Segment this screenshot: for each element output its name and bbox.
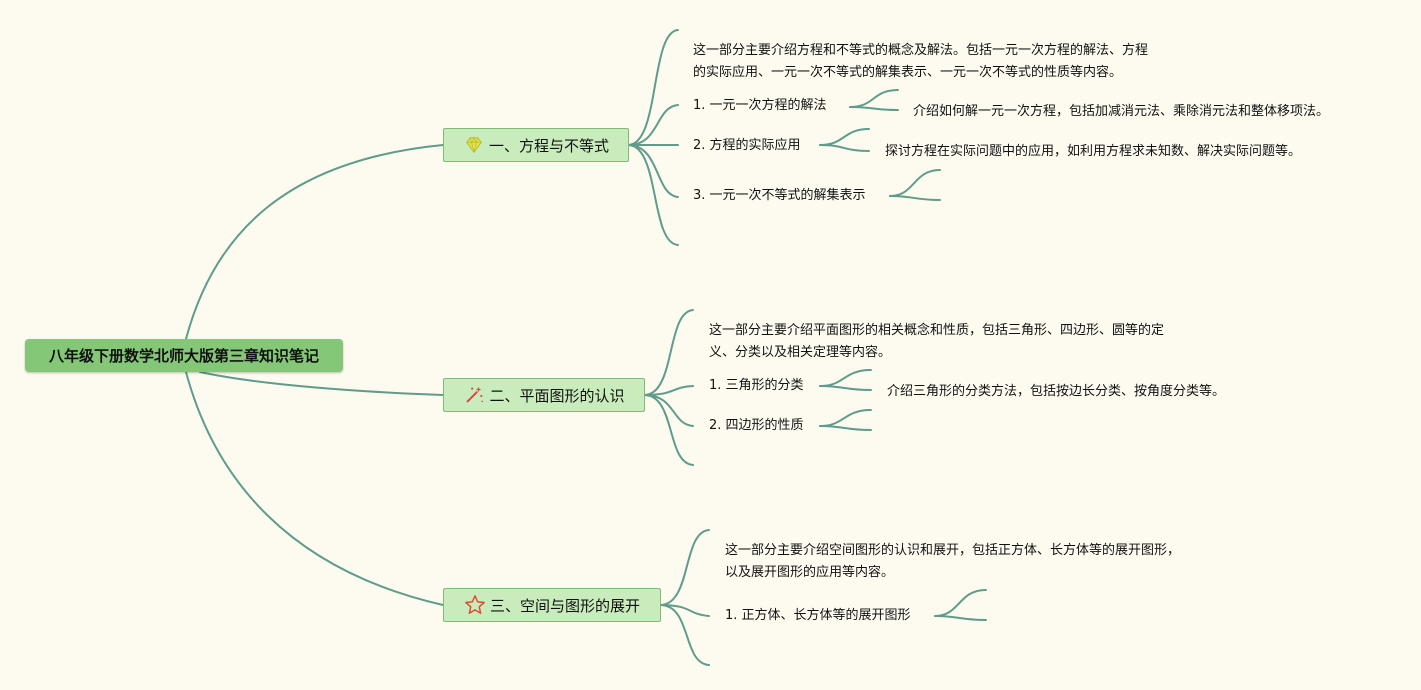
branch-label: 一、方程与不等式 xyxy=(488,136,609,155)
branch-2-item-1[interactable]: 1. 三角形的分类 xyxy=(709,378,804,393)
connector-b3-item1-top xyxy=(934,589,987,617)
description-line: 义、分类以及相关定理等内容。 xyxy=(709,345,892,360)
branch-2-item-2[interactable]: 2. 四边形的性质 xyxy=(709,418,804,433)
root-topic[interactable]: 八年级下册数学北师大版第三章知识笔记 xyxy=(25,339,343,372)
connector-b1-item2-top xyxy=(819,128,870,146)
connector-b2-item2 xyxy=(643,394,694,427)
root-topic-label: 八年级下册数学北师大版第三章知识笔记 xyxy=(48,347,319,365)
branch-1-description: 这一部分主要介绍方程和不等式的概念及解法。包括一元一次方程的解法、方程 的实际应… xyxy=(693,40,1193,84)
connector-b2-item1-detail xyxy=(819,385,872,391)
description-line: 这一部分主要介绍空间图形的认识和展开，包括正方体、长方体等的展开图形， xyxy=(725,543,1181,558)
connector-b1-item2-detail xyxy=(819,144,870,152)
description-line: 的实际应用、一元一次不等式的解集表示、一元一次不等式的性质等内容。 xyxy=(693,65,1123,80)
connector-root-branch-2 xyxy=(199,371,444,396)
branch-1-item-1[interactable]: 1. 一元一次方程的解法 xyxy=(693,98,827,113)
description-line: 这一部分主要介绍平面图形的相关概念和性质，包括三角形、四边形、圆等的定 xyxy=(709,323,1165,338)
connector-b2-end xyxy=(643,394,694,466)
connector-root-branch-1 xyxy=(185,144,444,340)
connector-b1-end xyxy=(627,144,679,246)
branch-1-item-2-detail: 探讨方程在实际问题中的应用，如利用方程求未知数、解决实际问题等。 xyxy=(885,144,1302,159)
branch-3-description: 这一部分主要介绍空间图形的认识和展开，包括正方体、长方体等的展开图形， 以及展开… xyxy=(725,540,1225,584)
connector-b3-item1 xyxy=(659,604,710,617)
branch-1-item-2[interactable]: 2. 方程的实际应用 xyxy=(693,138,801,153)
branch-3-item-1[interactable]: 1. 正方体、长方体等的展开图形 xyxy=(725,608,911,623)
branch-2-item-1-detail: 介绍三角形的分类方法，包括按边长分类、按角度分类等。 xyxy=(887,384,1226,399)
connector-b2-item2-top xyxy=(819,409,872,427)
branch-1-item-1-detail: 介绍如何解一元一次方程，包括加减消元法、乘除消元法和整体移项法。 xyxy=(913,104,1330,119)
connector-b1-item3 xyxy=(627,144,679,198)
branch-2-description: 这一部分主要介绍平面图形的相关概念和性质，包括三角形、四边形、圆等的定 义、分类… xyxy=(709,320,1209,364)
magic-wand-icon xyxy=(467,386,484,403)
branch-equations-inequalities[interactable]: 一、方程与不等式 xyxy=(443,128,629,162)
connector-b1-item3-detail xyxy=(889,195,941,201)
diamond-icon xyxy=(466,136,482,154)
connector-b2-item1-top xyxy=(819,369,872,387)
branch-label: 二、平面图形的认识 xyxy=(489,386,625,405)
connector-b3-end xyxy=(659,604,710,666)
connector-b2-desc xyxy=(643,309,694,396)
connector-b1-desc xyxy=(627,29,679,146)
connector-b1-item1 xyxy=(627,104,679,146)
star-icon xyxy=(465,595,485,614)
branch-plane-figures[interactable]: 二、平面图形的认识 xyxy=(443,378,645,412)
connector-root-branch-3 xyxy=(185,371,444,606)
description-line: 这一部分主要介绍方程和不等式的概念及解法。包括一元一次方程的解法、方程 xyxy=(693,43,1149,58)
connector-b3-item1-detail xyxy=(934,615,987,621)
description-line: 以及展开图形的应用等内容。 xyxy=(725,565,895,580)
branch-1-item-3[interactable]: 3. 一元一次不等式的解集表示 xyxy=(693,188,866,203)
connector-b2-item2-detail xyxy=(819,425,872,431)
connector-b1-item1-top xyxy=(849,89,899,108)
branch-label: 三、空间与图形的展开 xyxy=(489,596,640,615)
connector-b1-item1-detail xyxy=(849,106,899,111)
branch-space-figures-unfolding[interactable]: 三、空间与图形的展开 xyxy=(443,588,661,622)
connector-b3-desc xyxy=(659,529,710,606)
connector-b1-item3-top xyxy=(889,169,941,197)
